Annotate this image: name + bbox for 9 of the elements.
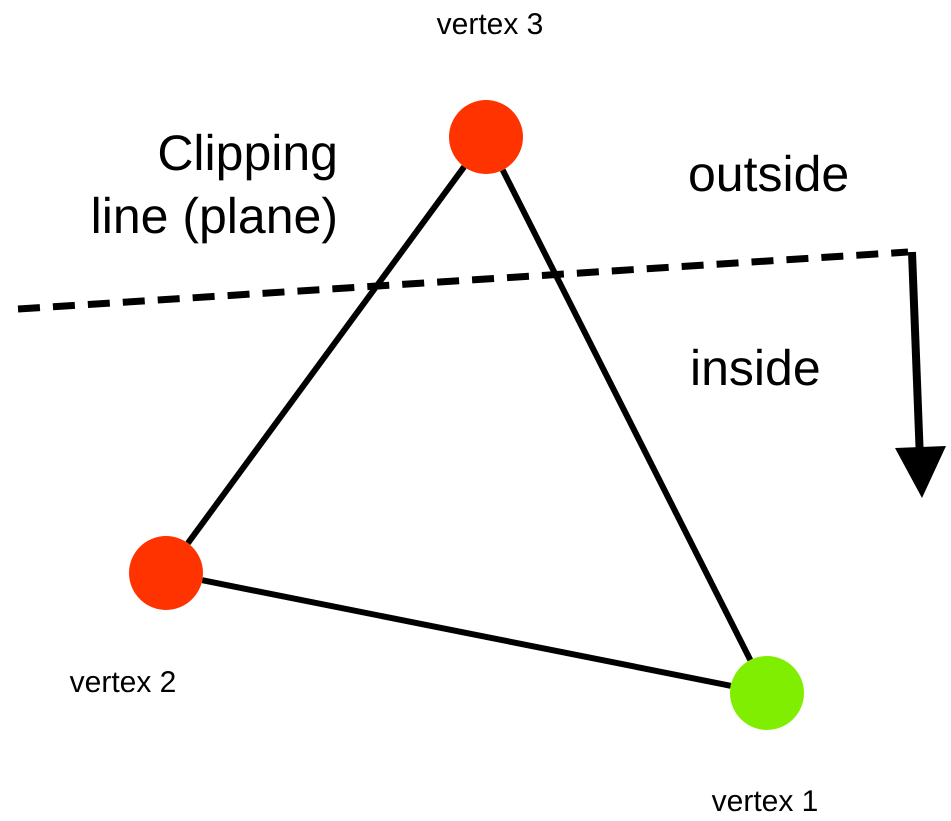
triangle-edge [185, 165, 467, 545]
triangle-edge [202, 577, 732, 689]
clipping-line-label: Clipping line (plane) [90, 124, 338, 246]
vertex-label: vertex 3 [436, 7, 544, 43]
triangle-edge [500, 168, 753, 662]
region-label: inside [690, 339, 821, 398]
vertex-label: vertex 2 [70, 665, 176, 701]
region-label: outside [688, 145, 850, 204]
vertex-label: vertex 1 [712, 784, 818, 820]
